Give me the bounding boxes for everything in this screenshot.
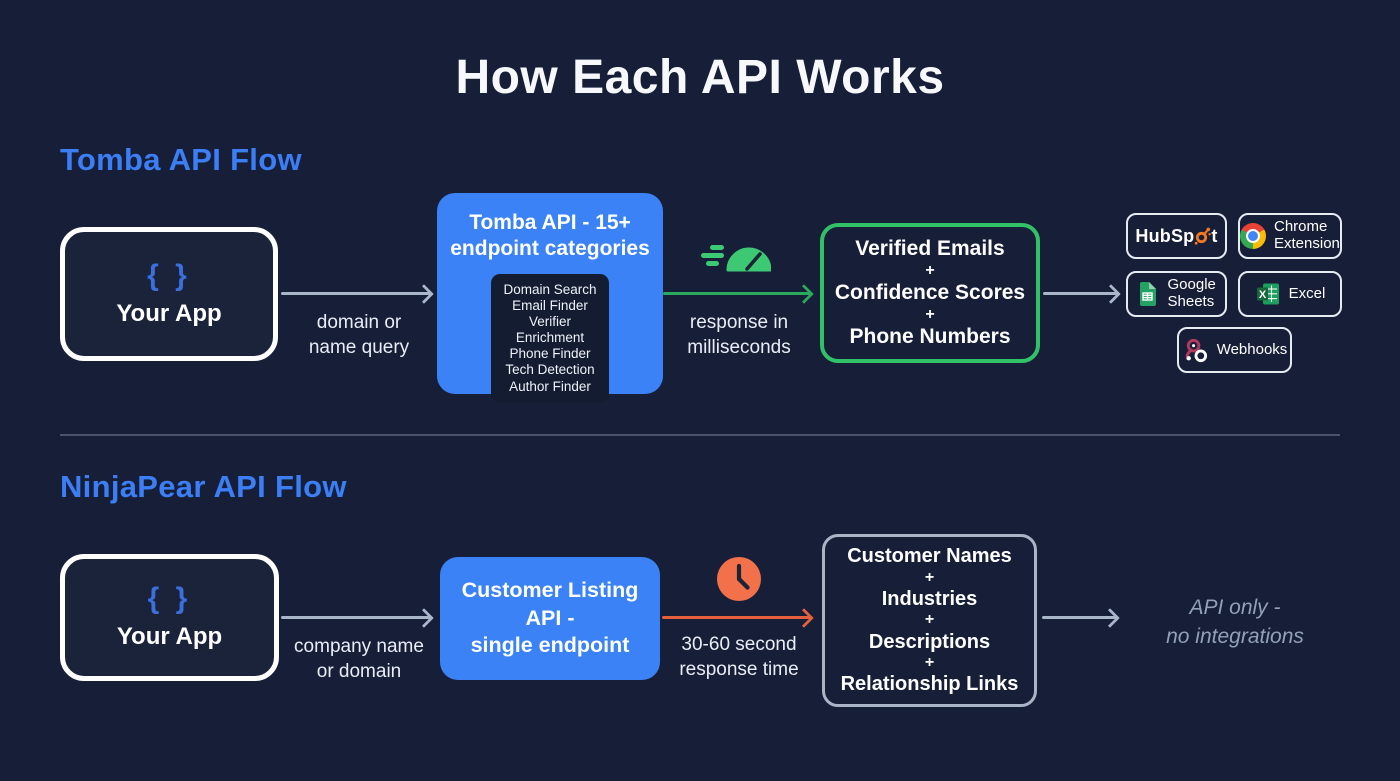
ninjapear-api-title: Customer Listing API - single endpoint	[461, 577, 639, 658]
section-divider	[60, 434, 1340, 436]
endpoint-list: Domain Search Email Finder Verifier Enri…	[491, 273, 609, 403]
ninjapear-response-label: 30-60 second response time	[679, 634, 799, 680]
tomba-flow-heading: Tomba API Flow	[60, 142, 302, 177]
output-line: Customer Names	[847, 545, 1012, 568]
ninjapear-flow-heading: NinjaPear API Flow	[60, 469, 347, 504]
tomba-your-app-box: { } Your App	[60, 227, 278, 361]
speedometer-icon	[701, 245, 771, 272]
ninjapear-output-box: Customer Names + Industries + Descriptio…	[822, 534, 1037, 707]
integration-google-sheets: Google Sheets	[1126, 271, 1227, 317]
svg-text:X: X	[1258, 289, 1266, 301]
your-app-label: Your App	[116, 623, 223, 650]
tomba-response-label: response in milliseconds	[687, 312, 791, 358]
ninjapear-query-arrow	[281, 616, 432, 619]
your-app-label: Your App	[116, 299, 222, 327]
ninjapear-note-arrow	[1042, 616, 1118, 619]
hubspot-logo: HubSp t	[1135, 225, 1218, 246]
integration-excel: X Excel	[1238, 271, 1342, 317]
clock-icon	[717, 557, 761, 601]
endpoint-item: Email Finder	[512, 297, 588, 313]
code-braces-icon: { }	[147, 582, 192, 615]
tomba-output-box: Verified Emails + Confidence Scores + Ph…	[820, 223, 1040, 363]
integration-hubspot: HubSp t	[1126, 213, 1227, 259]
output-plus: +	[925, 261, 935, 279]
output-line: Descriptions	[868, 630, 991, 653]
endpoint-item: Tech Detection	[505, 362, 595, 378]
api-only-note: API only - no integrations	[1166, 596, 1304, 649]
chrome-icon	[1240, 223, 1266, 249]
endpoint-item: Verifier	[528, 313, 571, 329]
endpoint-item: Domain Search	[503, 281, 597, 297]
integration-chrome-extension: Chrome Extension	[1238, 213, 1342, 259]
tomba-response-arrow	[663, 292, 812, 295]
hubspot-sprocket-icon	[1195, 227, 1212, 245]
ninjapear-api-box: Customer Listing API - single endpoint	[440, 557, 660, 680]
google-sheets-label: Google Sheets	[1167, 276, 1216, 310]
ninjapear-your-app-box: { } Your App	[60, 554, 279, 681]
google-sheets-icon	[1139, 282, 1156, 306]
excel-icon: X	[1256, 283, 1279, 305]
output-line: Phone Numbers	[849, 325, 1011, 349]
endpoint-item: Phone Finder	[509, 346, 591, 362]
page-title: How Each API Works	[455, 51, 945, 104]
output-plus: +	[925, 305, 935, 323]
endpoint-item: Author Finder	[509, 378, 591, 394]
tomba-query-arrow	[281, 292, 432, 295]
output-line: Industries	[881, 587, 978, 610]
integration-webhooks: Webhooks	[1177, 327, 1292, 373]
output-plus: +	[924, 654, 935, 672]
output-line: Verified Emails	[855, 237, 1005, 261]
output-line: Relationship Links	[840, 673, 1019, 696]
tomba-query-label: domain or name query	[308, 312, 410, 358]
ninjapear-query-label: company name or domain	[294, 636, 424, 682]
chrome-extension-label: Chrome Extension	[1274, 218, 1340, 252]
output-line: Confidence Scores	[834, 281, 1026, 305]
excel-label: Excel	[1288, 284, 1326, 302]
tomba-api-title: Tomba API - 15+ endpoint categories	[450, 211, 650, 261]
endpoint-item: Enrichment	[515, 330, 585, 346]
ninjapear-response-arrow	[662, 616, 812, 619]
code-braces-icon: { }	[147, 258, 191, 292]
output-plus: +	[924, 611, 935, 629]
tomba-api-box: Tomba API - 15+ endpoint categories Doma…	[437, 193, 663, 403]
tomba-integrations-arrow	[1043, 292, 1119, 295]
webhooks-label: Webhooks	[1216, 340, 1288, 358]
webhooks-icon	[1185, 338, 1207, 362]
output-plus: +	[924, 568, 935, 586]
